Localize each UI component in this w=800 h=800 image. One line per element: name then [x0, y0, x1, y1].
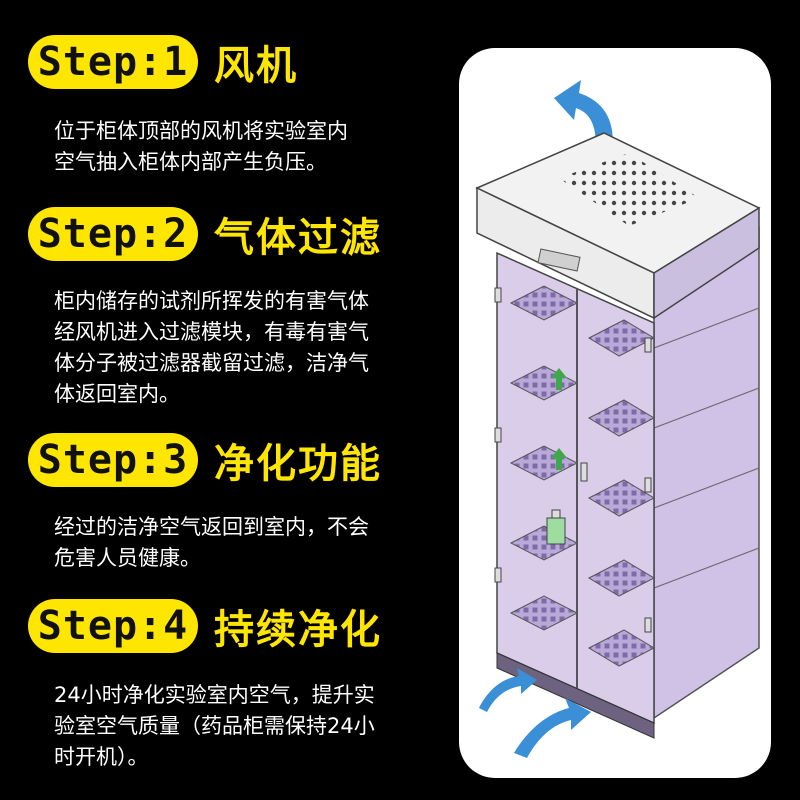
step-1-description: 位于柜体顶部的风机将实验室内 空气抽入柜体内部产生负压。	[54, 116, 444, 178]
step-2-title: 气体过滤	[214, 215, 382, 261]
step-3-badge: Step:3	[28, 433, 198, 487]
step-1-line-1: 位于柜体顶部的风机将实验室内	[54, 119, 348, 143]
step-4-description: 24小时净化实验室内空气，提升实 验室空气质量（药品柜需保持24小 时开机）。	[54, 680, 444, 773]
step-2-line-3: 体分子被过滤器截留过滤，洁净气	[54, 351, 369, 375]
step-2-header: Step:2 气体过滤	[28, 202, 382, 266]
intake-arrow-icon	[479, 668, 537, 712]
step-2-line-2: 经风机进入过滤模块，有毒有害气	[54, 320, 369, 344]
step-1-line-2: 空气抽入柜体内部产生负压。	[54, 150, 327, 174]
intake-arrow-icon-2	[514, 698, 591, 758]
airflow-up-arrow-icon	[551, 368, 567, 390]
step-3-description: 经过的洁净空气返回到室内，不会 危害人员健康。	[54, 512, 444, 574]
step-3-line-1: 经过的洁净空气返回到室内，不会	[54, 515, 369, 539]
step-2-line-1: 柜内储存的试剂所挥发的有害气体	[54, 289, 369, 313]
step-4-line-1: 24小时净化实验室内空气，提升实	[54, 683, 375, 707]
step-4-line-3: 时开机）。	[54, 745, 149, 769]
step-2-line-4: 体返回室内。	[54, 382, 180, 406]
cabinet-illustration	[475, 80, 761, 758]
step-3-header: Step:3 净化功能	[28, 428, 382, 492]
airflow-up-arrow-icon-2	[551, 448, 567, 470]
step-1-header: Step:1 风机	[28, 30, 298, 94]
step-4-line-2: 验室空气质量（药品柜需保持24小	[54, 714, 375, 738]
step-4-badge: Step:4	[28, 599, 198, 653]
step-4-header: Step:4 持续净化	[28, 594, 382, 658]
step-4-title: 持续净化	[214, 607, 382, 653]
step-3-line-2: 危害人员健康。	[54, 546, 201, 570]
step-2-badge: Step:2	[28, 207, 198, 261]
step-1-title: 风机	[214, 43, 298, 89]
step-3-title: 净化功能	[214, 441, 382, 487]
step-2-description: 柜内储存的试剂所挥发的有害气体 经风机进入过滤模块，有毒有害气 体分子被过滤器截…	[54, 286, 444, 410]
step-1-badge: Step:1	[28, 35, 198, 89]
